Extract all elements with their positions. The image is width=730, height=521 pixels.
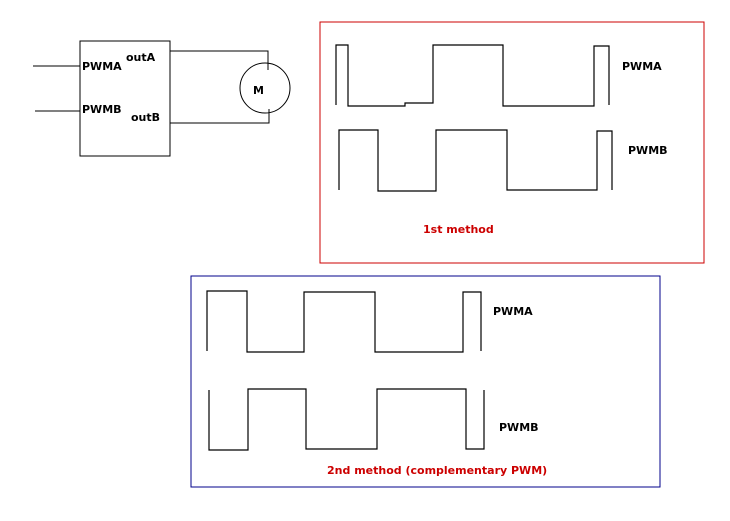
out-b-wire — [170, 109, 270, 124]
method1-pwma-waveform — [335, 44, 610, 107]
driver-block: PWMA outA PWMB outB M — [33, 40, 291, 157]
method2-pwmb-waveform — [208, 388, 485, 451]
method1-pwmb-waveform — [338, 129, 613, 192]
method1-caption: 1st method — [423, 223, 494, 236]
motor-label: M — [253, 84, 264, 97]
method2-panel: PWMA PWMB 2nd method (complementary PWM) — [190, 275, 661, 488]
method1-panel: PWMA PWMB 1st method — [319, 21, 705, 264]
method1-pwma-label: PWMA — [622, 60, 662, 73]
driver-output-a-label: outA — [126, 51, 156, 64]
method2-pwma-waveform — [206, 290, 482, 353]
method2-pwmb-label: PWMB — [499, 421, 539, 434]
method2-caption: 2nd method (complementary PWM) — [327, 464, 547, 477]
out-a-wire — [170, 50, 269, 70]
driver-input-a-label: PWMA — [82, 60, 122, 73]
driver-input-b-label: PWMB — [82, 103, 122, 116]
driver-box — [79, 40, 171, 157]
method1-pwmb-label: PWMB — [628, 144, 668, 157]
method2-frame — [190, 275, 661, 488]
motor-circle — [239, 62, 291, 114]
driver-output-b-label: outB — [131, 111, 160, 124]
method2-pwma-label: PWMA — [493, 305, 533, 318]
method1-frame — [319, 21, 705, 264]
